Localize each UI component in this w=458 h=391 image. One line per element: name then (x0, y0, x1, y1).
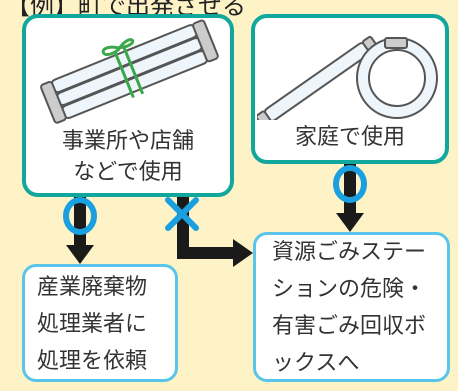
tied-fluorescent-tubes-icon (40, 19, 219, 124)
industrial-waste-contractor-label: 産業廃棄物 処理業者に 処理を依頼 (37, 275, 148, 374)
industrial-waste-contractor-box: 産業廃棄物 処理業者に 処理を依頼 (22, 264, 178, 382)
home-use-box: 家庭で使用 (251, 14, 449, 164)
home-use-label: 家庭で使用 (294, 125, 405, 150)
business-use-label: 事業所や店舗 などで使用 (61, 129, 194, 185)
ng-mark-icon (165, 197, 199, 231)
arrow-home-to-station (336, 164, 364, 232)
resource-station-box: 資源ごみステー ションの危険・ 有害ごみ回収ボ ックスへ (253, 232, 450, 382)
business-use-box: 事業所や店舗 などで使用 (22, 14, 234, 197)
ok-mark-icon (333, 165, 367, 203)
resource-station-label: 資源ごみステー ションの危険・ 有害ごみ回収ボ ックスへ (272, 240, 427, 376)
ok-mark-icon (63, 197, 97, 235)
fluorescent-tube-and-ring-icon (257, 35, 438, 120)
